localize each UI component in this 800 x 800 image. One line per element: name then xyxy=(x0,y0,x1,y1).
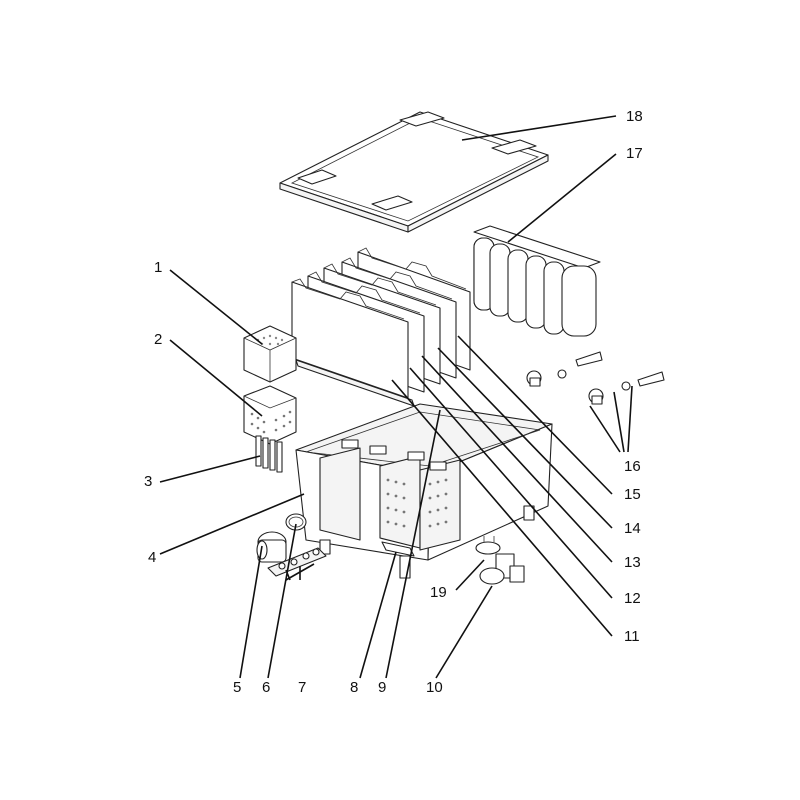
part-fittings xyxy=(526,351,665,405)
callout-10: 10 xyxy=(426,679,443,696)
callout-6: 6 xyxy=(262,679,270,696)
callout-19: 19 xyxy=(430,584,447,601)
callout-7: 7 xyxy=(298,679,306,696)
part-prongs xyxy=(255,435,283,473)
callout-14: 14 xyxy=(624,520,641,537)
callout-15: 15 xyxy=(624,486,641,503)
part-items-5-6-7 xyxy=(256,513,327,577)
leader-lines xyxy=(159,115,633,679)
callout-17: 17 xyxy=(626,145,643,162)
part-lid xyxy=(279,111,549,233)
callout-3: 3 xyxy=(144,473,152,490)
part-filter-plates xyxy=(291,247,471,407)
part-main-box xyxy=(295,403,553,579)
callout-9: 9 xyxy=(378,679,386,696)
callout-2: 2 xyxy=(154,331,162,348)
callout-labels: 1 2 3 4 5 6 7 8 9 10 11 12 13 14 15 16 1… xyxy=(144,108,643,696)
callout-4: 4 xyxy=(148,549,156,566)
callout-16: 16 xyxy=(624,458,641,475)
part-sponge-1 xyxy=(243,325,297,383)
callout-18: 18 xyxy=(626,108,643,125)
part-valves xyxy=(475,536,525,585)
callout-12: 12 xyxy=(624,590,641,607)
callout-8: 8 xyxy=(350,679,358,696)
callout-11: 11 xyxy=(624,628,640,645)
callout-13: 13 xyxy=(624,554,641,571)
part-sponge-2 xyxy=(243,385,297,445)
callout-5: 5 xyxy=(233,679,241,696)
part-cartridges xyxy=(473,225,601,337)
callout-1: 1 xyxy=(154,259,162,276)
